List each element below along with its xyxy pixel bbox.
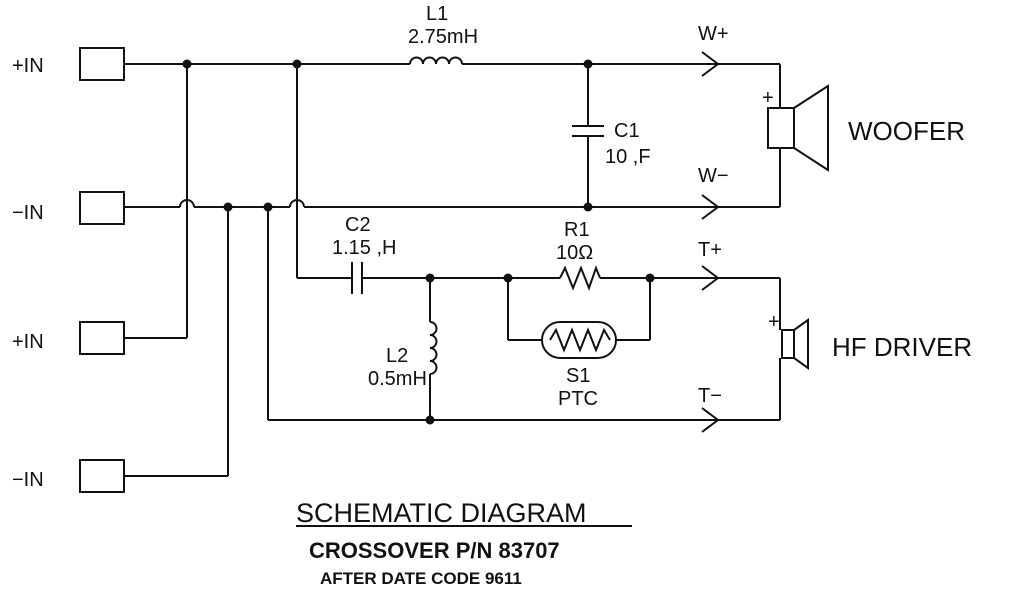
inductor-l1: L1 2.75mH [408, 3, 478, 65]
woofer-speaker-icon: + WOOFER [762, 84, 965, 172]
hf-driver-label: HF DRIVER [832, 332, 972, 362]
l1-ref: L1 [426, 3, 448, 25]
t-plus-label: T+ [698, 239, 722, 261]
part-number: CROSSOVER P/N 83707 [309, 538, 560, 563]
l2-value: 0.5mH [368, 368, 427, 390]
wire-middle-rail [124, 148, 781, 208]
diagram-title: SCHEMATIC DIAGRAM [296, 498, 587, 528]
terminal-label: +IN [12, 331, 44, 353]
t-minus-arrow: T− [698, 385, 722, 433]
terminal-in-plus-1: +IN [12, 47, 125, 81]
terminal-in-plus-2: +IN [12, 321, 125, 355]
terminal-label: −IN [12, 469, 44, 491]
hf-driver-speaker-icon: + HF DRIVER [768, 311, 972, 370]
wire-t-minus-rail [268, 358, 781, 421]
w-plus-label: W+ [698, 23, 729, 45]
wire-verticals [124, 64, 298, 477]
wire-top-rail [124, 63, 781, 108]
woofer-label: WOOFER [848, 116, 965, 146]
r1-ref: R1 [564, 219, 590, 241]
r1-value: 10Ω [556, 242, 593, 264]
resistor-r1: R1 10Ω [556, 219, 601, 291]
w-plus-arrow: W+ [698, 23, 729, 77]
c1-ref: C1 [614, 120, 640, 142]
woofer-plus-mark: + [762, 87, 774, 109]
wire-hf-branch [297, 277, 781, 330]
s1-ref: S1 [566, 365, 590, 387]
caption: SCHEMATIC DIAGRAM CROSSOVER P/N 83707 AF… [296, 498, 632, 588]
hf-plus-mark: + [768, 311, 780, 333]
c2-ref: C2 [345, 214, 371, 236]
ptc-s1: S1 PTC [507, 278, 651, 410]
date-code: AFTER DATE CODE 9611 [320, 569, 522, 588]
terminal-in-minus-1: −IN [12, 191, 125, 225]
terminal-label: +IN [12, 55, 44, 77]
c2-value: 1.15 ,H [332, 237, 396, 259]
l2-ref: L2 [386, 345, 408, 367]
t-minus-label: T− [698, 385, 722, 407]
terminal-label: −IN [12, 202, 44, 224]
w-minus-arrow: W− [698, 165, 729, 220]
w-minus-label: W− [698, 165, 729, 187]
inductor-l2: L2 0.5mH [368, 278, 438, 420]
t-plus-arrow: T+ [698, 239, 722, 291]
c1-value: 10 ,F [605, 146, 651, 168]
s1-value: PTC [558, 388, 598, 410]
junction-dots [182, 59, 655, 425]
l1-value: 2.75mH [408, 26, 478, 48]
terminal-in-minus-2: −IN [12, 459, 125, 493]
capacitor-c2: C2 1.15 ,H [332, 214, 396, 294]
capacitor-c1: C1 10 ,F [572, 64, 651, 207]
